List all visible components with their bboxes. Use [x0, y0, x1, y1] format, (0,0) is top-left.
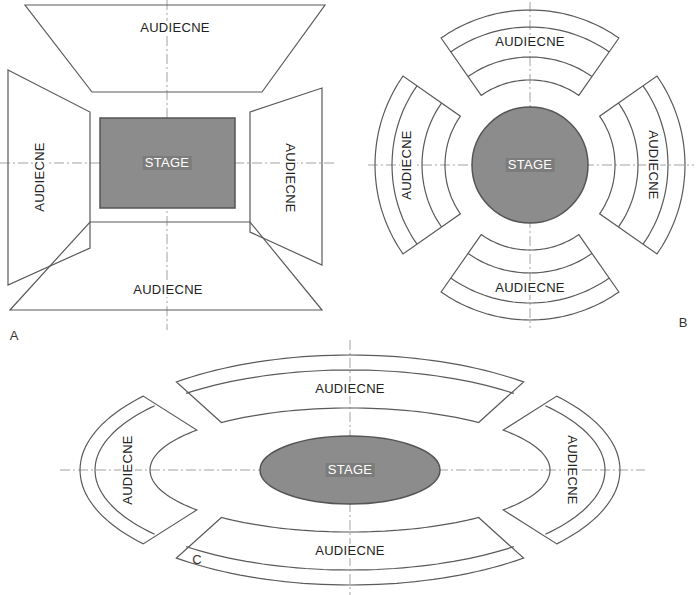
audience-shape	[78, 394, 199, 546]
audience-shape	[501, 394, 622, 546]
seating-row-line	[468, 254, 592, 274]
audience-section: AUDIECNE	[501, 394, 622, 546]
audience-label: AUDIECNE	[283, 141, 297, 215]
audience-label: AUDIECNE	[131, 283, 205, 297]
audience-section: AUDIECNE	[597, 74, 687, 256]
audience-outline	[80, 396, 197, 544]
audience-section: AUDIECNE	[6, 68, 92, 287]
seating-row-line	[422, 103, 442, 227]
audience-outline	[600, 76, 685, 254]
audience-outline	[375, 76, 460, 254]
stage-outline	[100, 118, 235, 208]
audience-shape	[597, 74, 687, 256]
audience-section: AUDIECNE	[78, 394, 199, 546]
stage-label: STAGE	[143, 156, 192, 170]
seating-row-line	[468, 57, 592, 77]
audience-label: AUDIECNE	[33, 140, 47, 214]
audience-shape	[6, 68, 92, 287]
stage-label: STAGE	[506, 158, 555, 172]
audience-label: AUDIECNE	[313, 544, 387, 558]
audience-label: AUDIECNE	[400, 128, 414, 202]
stage-outline	[472, 107, 588, 223]
audience-shape	[439, 8, 621, 98]
audience-label: AUDIECNE	[493, 35, 567, 49]
seating-row-line	[451, 27, 609, 52]
stage-label: STAGE	[326, 463, 375, 477]
audience-outline	[176, 518, 523, 586]
audience-label: AUDIECNE	[313, 382, 387, 396]
seating-row-line	[392, 86, 417, 244]
audience-section: AUDIECNE	[8, 220, 324, 312]
panel-letter: B	[679, 316, 688, 330]
panel-letter: C	[192, 553, 201, 567]
audience-section: AUDIECNE	[439, 232, 621, 322]
audience-label: AUDIECNE	[121, 433, 135, 507]
seating-row-line	[451, 278, 609, 303]
audience-section: AUDIECNE	[248, 86, 324, 267]
audience-label: AUDIECNE	[138, 21, 212, 35]
audience-section: AUDIECNE	[439, 8, 621, 98]
audience-label: AUDIECNE	[646, 128, 660, 202]
audience-section: AUDIECNE	[174, 515, 526, 587]
audience-outline	[441, 10, 619, 95]
audience-section: AUDIECNE	[174, 353, 526, 425]
seating-row-line	[95, 406, 155, 535]
stage-area: STAGE	[258, 434, 442, 506]
audience-shape	[8, 220, 324, 312]
stage-area: STAGE	[98, 116, 237, 210]
audience-shape	[23, 3, 327, 94]
seating-row-line	[545, 406, 605, 535]
audience-section: AUDIECNE	[373, 74, 463, 256]
audience-outline	[503, 396, 620, 544]
audience-shape	[373, 74, 463, 256]
audience-shape	[439, 232, 621, 322]
panel-letter: A	[10, 329, 19, 343]
audience-outline	[176, 355, 523, 423]
audience-outline	[250, 88, 322, 265]
seating-row-line	[619, 103, 639, 227]
audience-section: AUDIECNE	[23, 3, 327, 94]
stage-area: STAGE	[470, 105, 590, 225]
audience-outline	[25, 5, 325, 92]
audience-outline	[8, 70, 90, 285]
audience-outline	[10, 222, 322, 310]
audience-outline	[441, 235, 619, 320]
audience-label: AUDIECNE	[493, 281, 567, 295]
stage-outline	[260, 436, 440, 504]
audience-label: AUDIECNE	[565, 433, 579, 507]
seating-row-line	[643, 86, 668, 244]
